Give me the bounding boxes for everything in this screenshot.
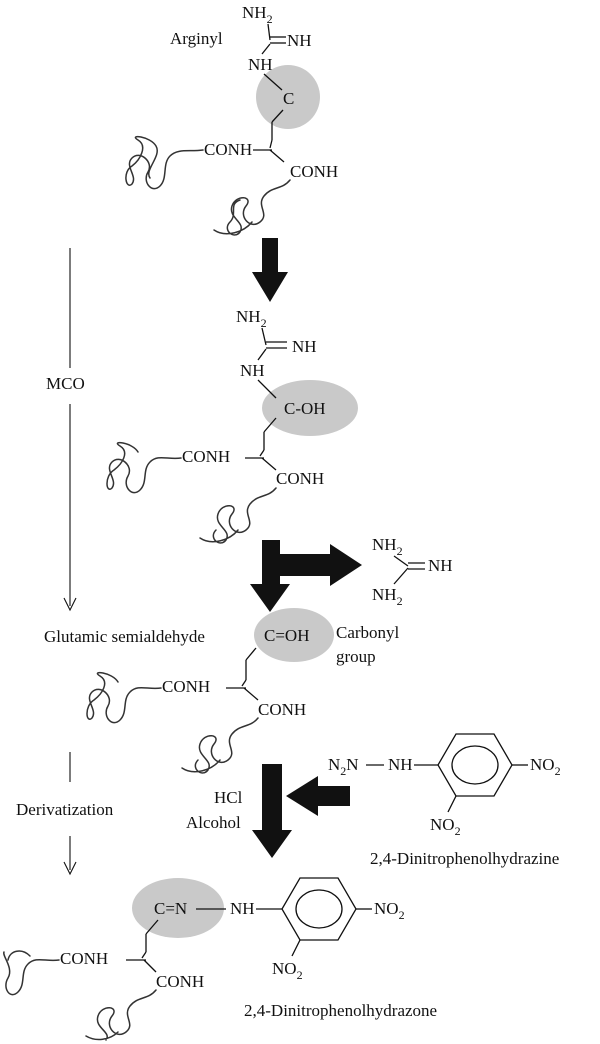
carbonyl-carbon-label: C=OH: [264, 626, 309, 645]
conh-label-2b: CONH: [276, 469, 324, 488]
conh-label-4a: CONH: [60, 949, 108, 968]
hydrazone-name-label: 2,4-Dinitrophenolhydrazone: [244, 1001, 437, 1020]
reaction-arrow-3-down: [252, 764, 292, 858]
glutamic-semialdehyde-structure: C=OH Carbonyl group CONH CONH: [86, 623, 400, 774]
protein-coil-4a: [3, 950, 60, 996]
highlight-oval-3: [254, 608, 334, 662]
hydroxylated-structure: NH2 NH NH C-OH CONH CONH: [106, 307, 326, 544]
derivatization-label: Derivatization: [16, 800, 114, 819]
dnph-name-label: 2,4-Dinitrophenolhydrazine: [370, 849, 559, 868]
conh-label-1b: CONH: [290, 162, 338, 181]
alpha-carbon-label-1: C: [283, 89, 294, 108]
alcohol-label: Alcohol: [186, 813, 241, 832]
imine-label-1: NH: [287, 31, 312, 50]
protein-coil-2b: [199, 487, 277, 544]
azide-label: N2N: [328, 755, 359, 778]
hydrazone-nh-label: NH: [230, 899, 255, 918]
hydrazone-benzene-ring: [281, 877, 357, 941]
amine-label-1: NH2: [242, 3, 273, 26]
guanidine-imine: NH: [428, 556, 453, 575]
dnph-nh-label: NH: [388, 755, 413, 774]
carbonyl-label-line2: group: [336, 647, 376, 666]
protein-coil-1a: [125, 135, 204, 190]
imine-label-2: NH: [292, 337, 317, 356]
conh-label-1a: CONH: [204, 140, 252, 159]
dnph-nitro-para: NO2: [530, 755, 561, 778]
mco-label: MCO: [46, 374, 85, 393]
hydrazone-carbon-label: C=N: [154, 899, 187, 918]
hydroxyl-carbon-label: C-OH: [284, 399, 326, 418]
protein-coil-1b: [213, 179, 291, 236]
released-guanidine: NH2 NH NH2: [372, 535, 453, 608]
arginyl-structure: NH2 NH NH C CONH CONH: [125, 3, 338, 236]
dnph-benzene-ring: [437, 733, 513, 797]
protein-coil-2a: [106, 441, 182, 494]
glutamic-semialdehyde-label: Glutamic semialdehyde: [44, 627, 205, 646]
amine-label-2: NH2: [236, 307, 267, 330]
nh-label-1: NH: [248, 55, 273, 74]
highlight-oval-2: [262, 380, 358, 436]
reaction-arrow-1: [252, 238, 288, 302]
protein-coil-3b: [181, 717, 259, 774]
conh-label-3b: CONH: [258, 700, 306, 719]
dnph-reagent: N2N NH NO2 NO2 2,4-Dinitrophenolhydrazin…: [328, 733, 561, 868]
dnp-hydrazone-structure: C=N NH NO2 NO2 CONH CONH 2,4-Dinitrophen…: [3, 877, 437, 1041]
hcl-label: HCl: [214, 788, 243, 807]
carbonyl-label-line1: Carbonyl: [336, 623, 400, 642]
guanidine-amine-top: NH2: [372, 535, 403, 558]
hydrazone-nitro-ortho: NO2: [272, 959, 303, 982]
protein-coil-3a: [86, 671, 162, 724]
reaction-arrow-3-left: [286, 776, 350, 816]
hydrazone-nitro-para: NO2: [374, 899, 405, 922]
nh-label-2: NH: [240, 361, 265, 380]
dnph-nitro-ortho: NO2: [430, 815, 461, 838]
protein-coil-4b: [85, 989, 157, 1041]
conh-label-4b: CONH: [156, 972, 204, 991]
guanidine-amine-bottom: NH2: [372, 585, 403, 608]
conh-label-3a: CONH: [162, 677, 210, 696]
conh-label-2a: CONH: [182, 447, 230, 466]
reaction-arrow-2-right: [280, 544, 362, 586]
arginyl-label: Arginyl: [170, 29, 223, 48]
